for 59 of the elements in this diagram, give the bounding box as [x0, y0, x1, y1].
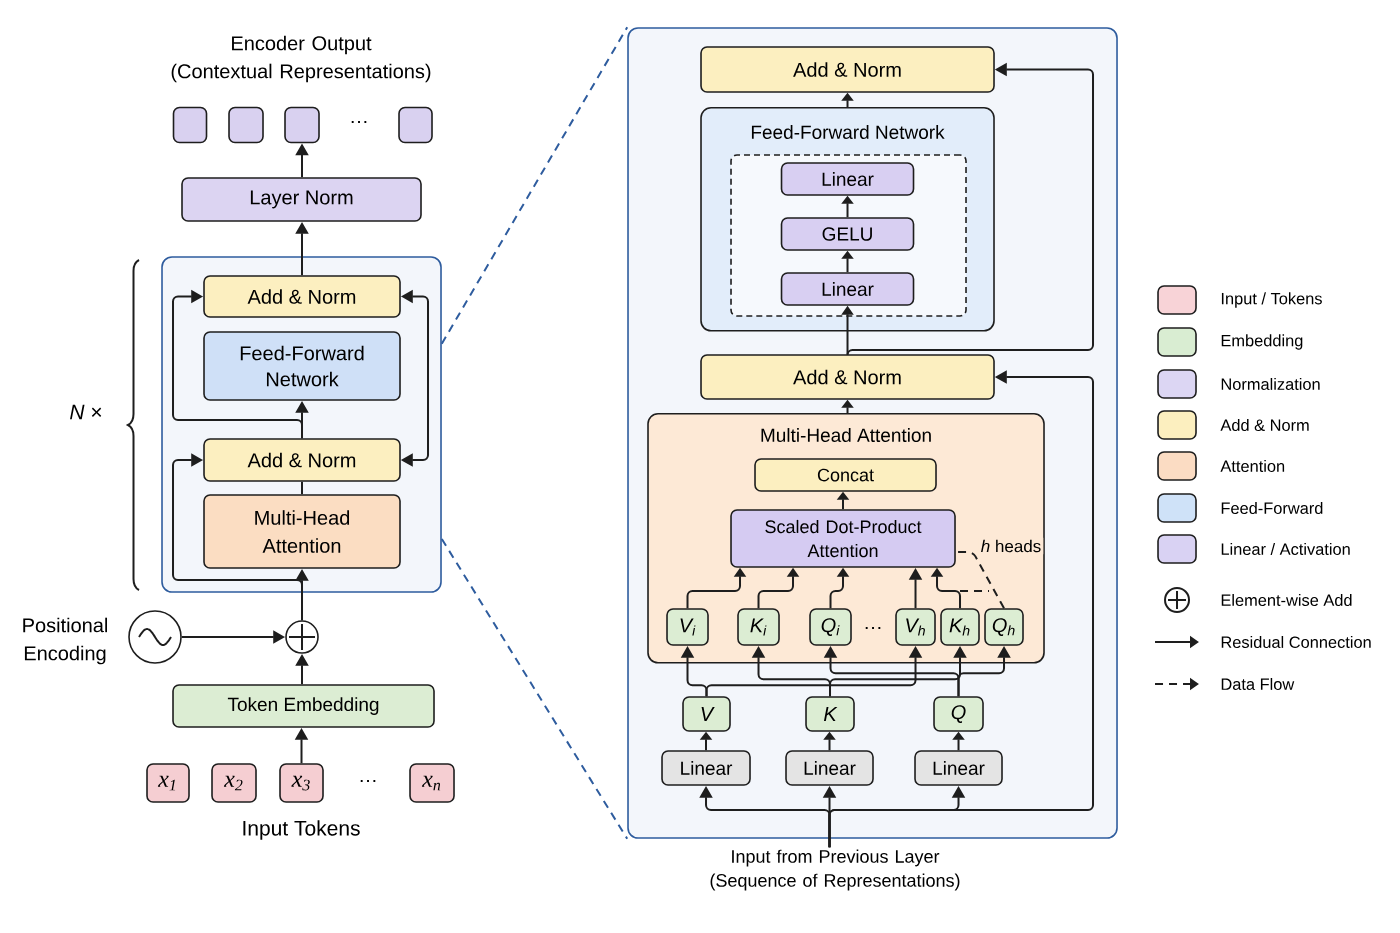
side-label: N ×	[70, 404, 102, 420]
legend-text: Normalization	[1221, 378, 1320, 391]
caption-text: Input from Previous Layer (Sequence of Representations)	[710, 849, 960, 891]
token-box: x$_{2}$	[211, 763, 257, 803]
legend-text: Linear / Activation	[1221, 543, 1350, 556]
plus-circle	[285, 620, 319, 654]
sine-wave-circle	[128, 610, 182, 664]
process-box: Linear	[785, 750, 874, 786]
legend-text: Residual Connection	[1221, 636, 1371, 649]
dashed-line	[440, 26, 629, 345]
legend-text: Attention	[1220, 460, 1285, 473]
connector-line	[301, 480, 303, 496]
vector-box: V$_{i}$	[666, 608, 709, 646]
legend-text: Input / Tokens	[1221, 292, 1322, 308]
process-box: Concat	[754, 458, 937, 492]
process-box: Multi-Head Attention	[203, 494, 401, 569]
arrow	[828, 370, 1094, 849]
vector-box: Q$_{h}$	[984, 608, 1024, 646]
vector-box: K$_{i}$	[737, 608, 780, 646]
process-box: Linear	[914, 750, 1003, 786]
process-box: Linear	[780, 272, 915, 306]
process-box: Linear	[661, 750, 751, 786]
arrow	[172, 289, 303, 440]
dashed-line	[440, 537, 629, 840]
ellipsis: …	[865, 626, 881, 630]
output-box	[228, 106, 264, 144]
arrow	[172, 453, 303, 622]
legend-text: Data Flow	[1221, 678, 1295, 691]
caption-text: Input Tokens	[243, 820, 360, 840]
vector-box: V$_{h}$	[895, 608, 936, 646]
process-box: Add & Norm	[203, 438, 401, 482]
process-box: Linear	[780, 162, 915, 196]
legend-text: Embedding	[1221, 334, 1303, 350]
ellipsis: …	[351, 120, 367, 124]
vector-box: K	[805, 696, 855, 732]
vector-box: Q	[933, 696, 984, 732]
side-label: Positional Encoding	[23, 617, 107, 665]
ellipsis: …	[360, 779, 376, 783]
token-box: x$_{n}$	[409, 763, 455, 803]
process-box: Add & Norm	[203, 275, 401, 318]
legend-text: Element-wise Add	[1221, 594, 1352, 607]
vector-box: K$_{h}$	[940, 608, 980, 646]
vector-box: V	[682, 696, 731, 732]
process-box: Layer Norm	[181, 177, 422, 222]
output-box	[284, 106, 320, 144]
legend-text: Feed-Forward	[1221, 502, 1323, 515]
legend-text: Add & Norm	[1220, 419, 1309, 432]
process-box: Scaled Dot-Product Attention	[730, 509, 956, 568]
output-box	[172, 106, 208, 144]
process-box: Add & Norm	[700, 46, 995, 93]
heading-text: Encoder Output (Contextual Representations)	[171, 35, 431, 83]
process-box: Add & Norm	[700, 354, 995, 400]
process-box: GELU	[780, 217, 915, 251]
vector-box: Q$_{i}$	[809, 608, 852, 646]
process-box: Feed-Forward Network	[203, 331, 401, 401]
process-box: Token Embedding	[172, 684, 435, 728]
output-box	[398, 106, 433, 144]
token-box: x$_{1}$	[146, 763, 190, 803]
token-box: x$_{3}$	[279, 763, 324, 803]
